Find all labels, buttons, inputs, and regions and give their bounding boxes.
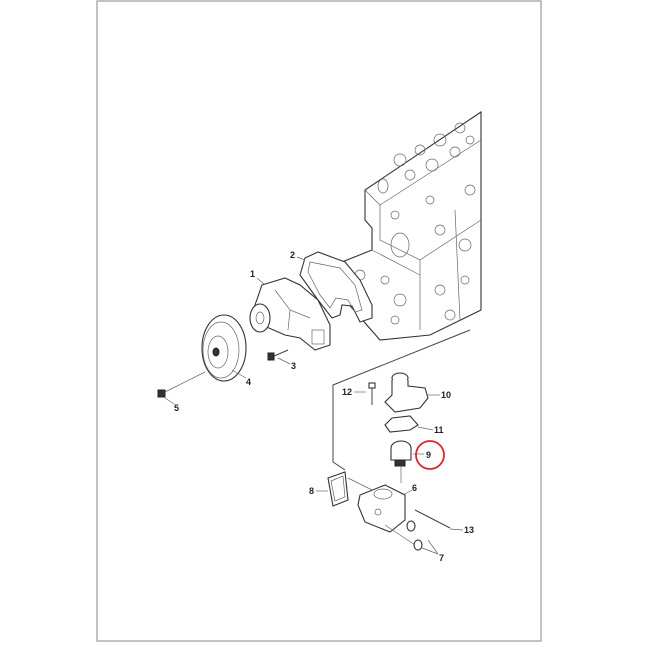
callout-10: 10 <box>441 390 451 400</box>
thermostat-housing <box>357 484 406 533</box>
callout-5: 5 <box>174 403 179 413</box>
engine-port <box>464 184 476 196</box>
housing-gasket <box>327 471 349 507</box>
engine-port <box>434 284 446 296</box>
engine-detail <box>354 122 476 325</box>
callout-13: 13 <box>464 525 474 535</box>
bolt-13 <box>414 509 451 529</box>
engine-port <box>390 315 400 325</box>
engine-port <box>393 153 407 167</box>
highlight-ring <box>415 440 445 470</box>
engine-port <box>414 144 426 156</box>
callout-8: 8 <box>309 486 314 496</box>
callout-2: 2 <box>290 250 295 260</box>
callout-7: 7 <box>439 553 444 563</box>
bolt-5 <box>157 371 206 398</box>
engine-port <box>390 210 400 220</box>
engine-port <box>434 224 446 236</box>
water-pump-gasket <box>299 251 373 323</box>
engine-port <box>460 275 470 285</box>
callout-4: 4 <box>246 377 251 387</box>
engine-port <box>425 195 435 205</box>
leader-lines <box>164 256 464 555</box>
engine-port <box>425 158 439 172</box>
engine-port <box>393 293 407 307</box>
callout-12: 12 <box>342 387 352 397</box>
diagram-frame <box>96 0 542 642</box>
engine-port <box>449 146 461 158</box>
thermostat <box>390 440 412 467</box>
engine-port <box>404 169 416 181</box>
water-pump <box>249 277 331 351</box>
bolt-3 <box>267 349 289 361</box>
bolt-12 <box>368 382 376 405</box>
thermostat-cover <box>384 372 429 413</box>
callout-1: 1 <box>250 269 255 279</box>
pulley <box>201 314 247 382</box>
thermostat-gasket <box>384 415 419 433</box>
engine-port <box>380 275 390 285</box>
engine-port <box>465 135 475 145</box>
engine-port <box>458 238 472 252</box>
callout-9: 9 <box>426 450 431 460</box>
engine-port <box>454 122 466 134</box>
assembly-line <box>332 329 471 471</box>
callout-6: 6 <box>412 483 417 493</box>
plugs <box>384 520 423 551</box>
engine-port <box>444 309 456 321</box>
engine-port <box>433 133 447 147</box>
callout-11: 11 <box>434 425 444 435</box>
callout-3: 3 <box>291 361 296 371</box>
